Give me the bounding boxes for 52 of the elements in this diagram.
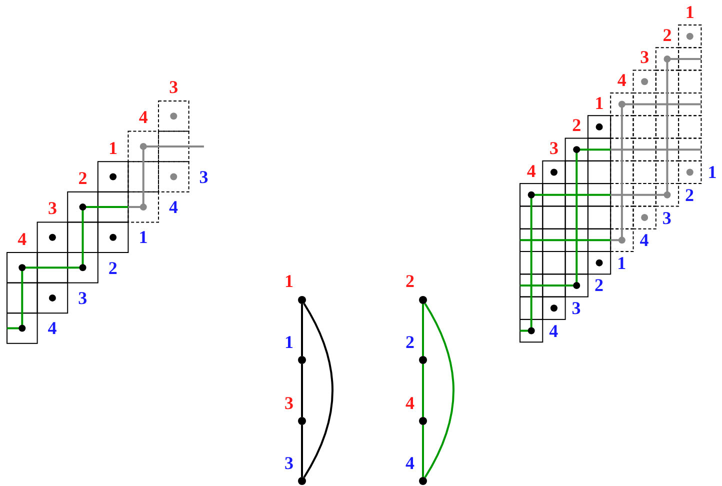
index-number: 3 <box>572 299 581 318</box>
vertex-dot <box>298 356 306 364</box>
index-number: 1 <box>708 163 717 182</box>
index-number: 2 <box>108 258 118 277</box>
vertex-number: 2 <box>406 333 414 351</box>
vertex-number: 1 <box>284 272 294 290</box>
connector-line <box>301 364 303 417</box>
index-number: 3 <box>662 208 672 227</box>
index-number: 2 <box>78 168 88 187</box>
index-number: 4 <box>526 162 536 180</box>
index-number: 1 <box>138 228 148 246</box>
index-number: 3 <box>549 138 558 157</box>
index-number: 4 <box>18 230 27 248</box>
vertex-number: 4 <box>406 394 414 412</box>
vertex-dot <box>419 477 427 485</box>
vertex-dot <box>298 417 306 425</box>
index-number: 4 <box>138 108 148 126</box>
index-number: 3 <box>78 288 88 307</box>
vertex-dot <box>419 296 427 304</box>
vertex-dot <box>298 477 306 485</box>
index-number: 4 <box>617 70 626 89</box>
vertex-dot <box>298 296 306 304</box>
vertex-dot <box>419 356 427 364</box>
connector-line <box>301 304 303 356</box>
connector-line <box>301 425 303 477</box>
index-number: 4 <box>549 322 558 340</box>
index-number: 1 <box>108 138 118 157</box>
connector-line <box>422 364 424 417</box>
index-number: 3 <box>640 48 650 66</box>
index-number: 4 <box>640 231 649 250</box>
index-number: 1 <box>594 94 604 112</box>
connector-line <box>422 304 424 356</box>
index-number: 3 <box>48 199 57 218</box>
index-number: 2 <box>662 26 672 44</box>
connector-line <box>424 303 454 478</box>
index-number: 1 <box>685 3 694 21</box>
index-number: 3 <box>199 168 208 186</box>
vertex-number: 1 <box>284 333 294 351</box>
vertex-number: 3 <box>284 394 294 412</box>
vertex-number: 2 <box>406 272 414 290</box>
index-number: 2 <box>594 276 604 294</box>
connector-line <box>303 303 334 478</box>
index-number: 4 <box>169 198 178 216</box>
index-number: 2 <box>572 116 582 134</box>
index-number: 2 <box>685 186 694 204</box>
vertex-number: 3 <box>284 454 294 472</box>
vertex-dot <box>419 417 427 425</box>
index-number: 1 <box>617 254 626 272</box>
index-number: 4 <box>48 319 57 338</box>
connector-line <box>422 425 424 477</box>
vertex-number: 4 <box>406 454 414 472</box>
index-number: 3 <box>169 78 178 96</box>
